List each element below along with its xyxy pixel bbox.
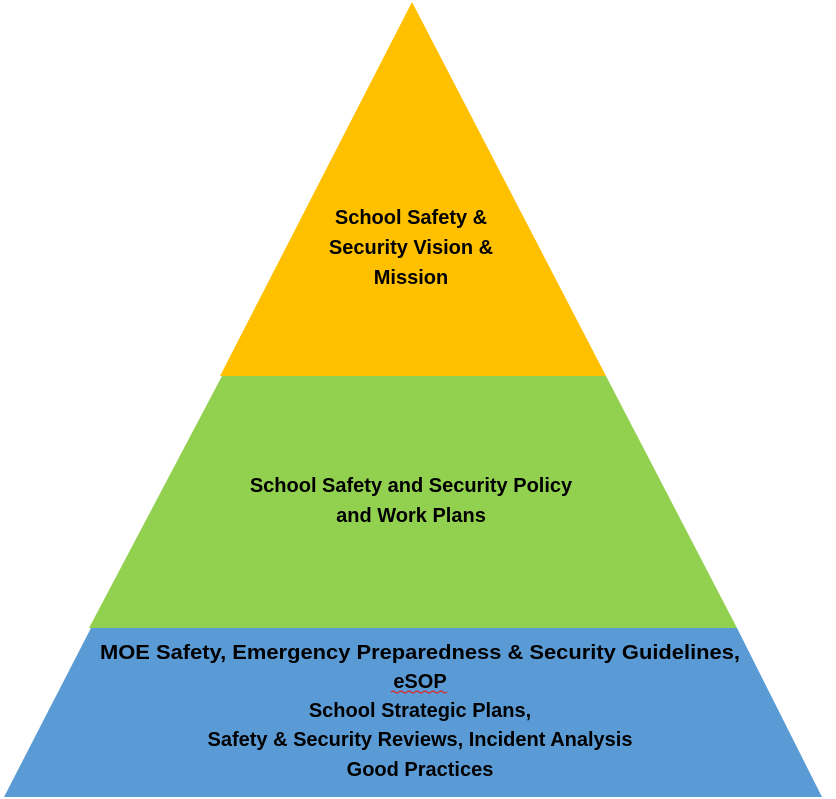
tier-base-shape [4,628,822,797]
tier-base-line: School Strategic Plans, [309,700,531,722]
tier-base-line: Safety & Security Reviews, Incident Anal… [208,729,633,751]
tier-base-label: MOE Safety, Emergency Preparedness & Sec… [100,642,740,781]
tier-base-line: eSOP [393,671,446,693]
tier-top-label: School Safety & Security Vision & Missio… [329,207,493,289]
tier-top-line: Mission [374,267,448,289]
tier-base-line: Good Practices [347,759,494,781]
tier-top-shape [220,2,606,376]
tier-middle-line: and Work Plans [336,505,486,527]
tier-top-line: School Safety & [335,207,487,229]
tier-base-line: MOE Safety, Emergency Preparedness & Sec… [100,642,740,664]
tier-middle-label: School Safety and Security Policy and Wo… [250,475,573,527]
tier-middle-line: School Safety and Security Policy [250,475,573,497]
tier-middle-shape [89,376,737,628]
spellcheck-squiggle [390,690,448,694]
tier-top-line: Security Vision & [329,237,493,259]
